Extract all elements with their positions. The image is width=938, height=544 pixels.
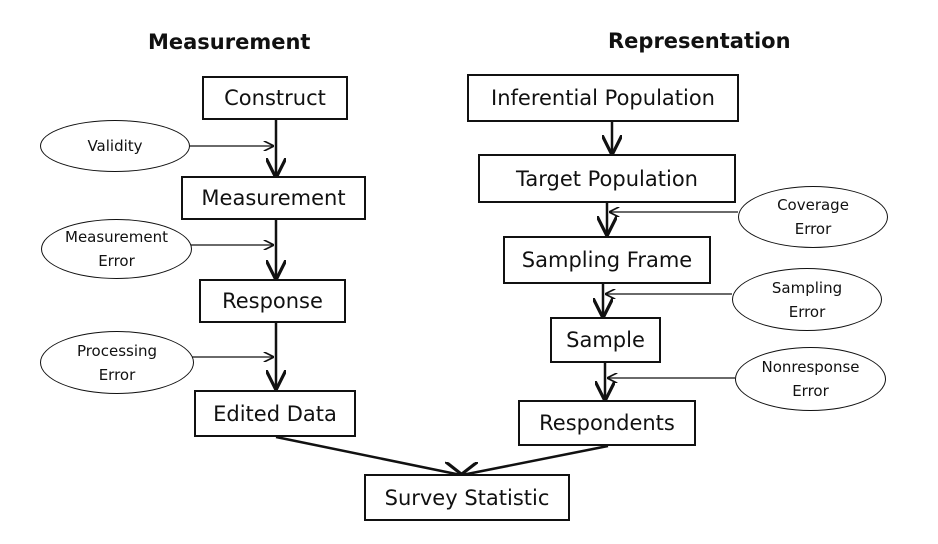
measurement-box: Measurement (181, 176, 366, 220)
target-population-box: Target Population (478, 154, 736, 203)
sampling-frame-box: Sampling Frame (503, 236, 711, 284)
coverage-error-oval: Coverage Error (738, 186, 888, 248)
respondents-box: Respondents (518, 400, 696, 446)
arrow-respondents-to-statistic (462, 444, 609, 475)
measurement-error-oval: Measurement Error (41, 219, 192, 279)
survey-statistic-box: Survey Statistic (364, 474, 570, 521)
response-box: Response (199, 279, 346, 323)
inferential-population-box: Inferential Population (467, 74, 739, 122)
measurement-heading: Measurement (148, 30, 311, 54)
processing-error-oval: Processing Error (40, 331, 194, 394)
validity-oval: Validity (40, 120, 190, 172)
nonresponse-error-oval: Nonresponse Error (735, 347, 886, 411)
sample-box: Sample (550, 317, 661, 363)
sampling-error-oval: Sampling Error (732, 268, 882, 331)
arrow-edited-data-to-statistic (275, 435, 461, 475)
construct-box: Construct (202, 76, 348, 120)
edited-data-box: Edited Data (194, 390, 356, 437)
representation-heading: Representation (608, 29, 791, 53)
